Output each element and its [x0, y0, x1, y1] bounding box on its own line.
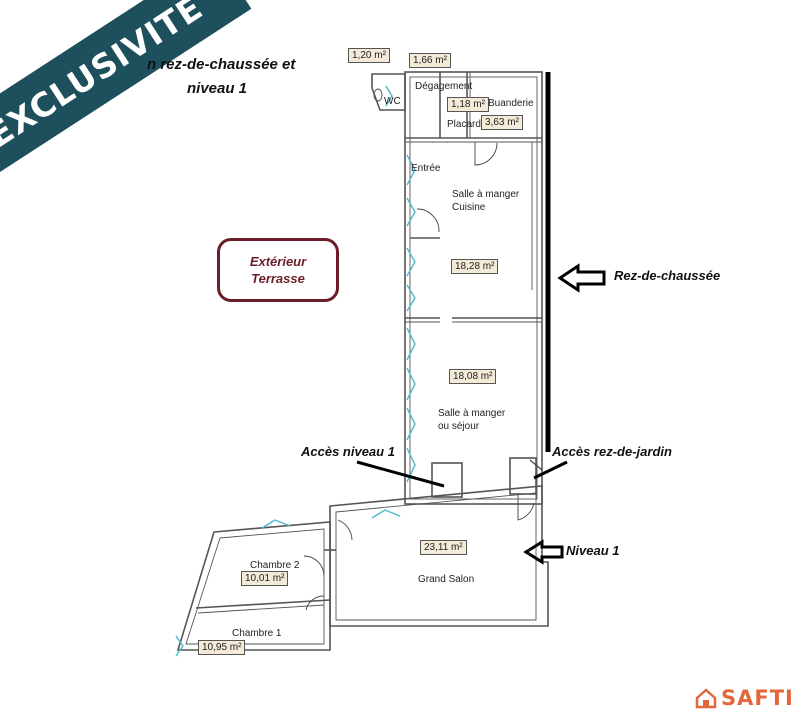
chambre2-area: 10,01 m²: [241, 571, 289, 586]
salon-label: Grand Salon: [418, 574, 475, 585]
brand-logo: SAFTI: [695, 686, 794, 710]
arrow-line-niveau1: [356, 460, 445, 488]
title-line2: niveau 1: [187, 80, 248, 97]
wc-label: WC: [384, 96, 401, 107]
windows: [175, 85, 416, 657]
first-floor-outline: [329, 485, 549, 627]
house-icon: [695, 688, 717, 709]
placard-label: Placard: [447, 119, 481, 130]
arrows: [356, 263, 606, 565]
chambre1-label: Chambre 1: [232, 628, 282, 639]
toilet-icon: [373, 88, 383, 102]
exterior-line1: Extérieur: [249, 254, 307, 269]
acces-niveau1-annotation: Accès niveau 1: [301, 444, 395, 459]
buanderie-area: 3,63 m²: [481, 115, 523, 130]
brand-name: SAFTI: [721, 686, 794, 710]
degagement-area: 1,66 m²: [409, 53, 451, 68]
entree-label: Entrée: [411, 163, 441, 174]
sejour-label2: ou séjour: [438, 421, 480, 432]
degagement-label: Dégagement: [415, 81, 473, 92]
sejour-area: 18,08 m²: [449, 369, 497, 384]
chambre2-label: Chambre 2: [250, 560, 300, 571]
bedrooms-outline: [176, 521, 331, 651]
buanderie-label: Buanderie: [488, 98, 534, 109]
sejour-label1: Salle à manger: [438, 408, 506, 419]
niveau1-annotation: Niveau 1: [566, 543, 620, 558]
arrow-left-icon-2: [523, 539, 564, 565]
rdc-annotation: Rez-de-chaussée: [614, 268, 721, 283]
cuisine-area: 18,28 m²: [451, 259, 499, 274]
chambre1-area: 10,95 m²: [198, 640, 246, 655]
exterior-box: Extérieur Terrasse: [217, 238, 339, 302]
ground-floor-outline: [404, 71, 543, 505]
doors: [303, 142, 543, 611]
arrow-left-icon: [557, 263, 606, 293]
arrow-line-jardin: [533, 460, 568, 480]
wc-area: 1,20 m²: [348, 48, 390, 63]
title-line1: n rez-de-chaussée et: [147, 56, 296, 73]
placard-area: 1,18 m²: [447, 97, 489, 112]
cuisine-label2: Cuisine: [452, 202, 486, 213]
salon-area: 23,11 m²: [420, 540, 467, 555]
exterior-line2: Terrasse: [251, 271, 305, 286]
acces-jardin-annotation: Accès rez-de-jardin: [552, 444, 672, 459]
walls: [176, 71, 549, 651]
cuisine-label1: Salle à manger: [452, 189, 520, 200]
